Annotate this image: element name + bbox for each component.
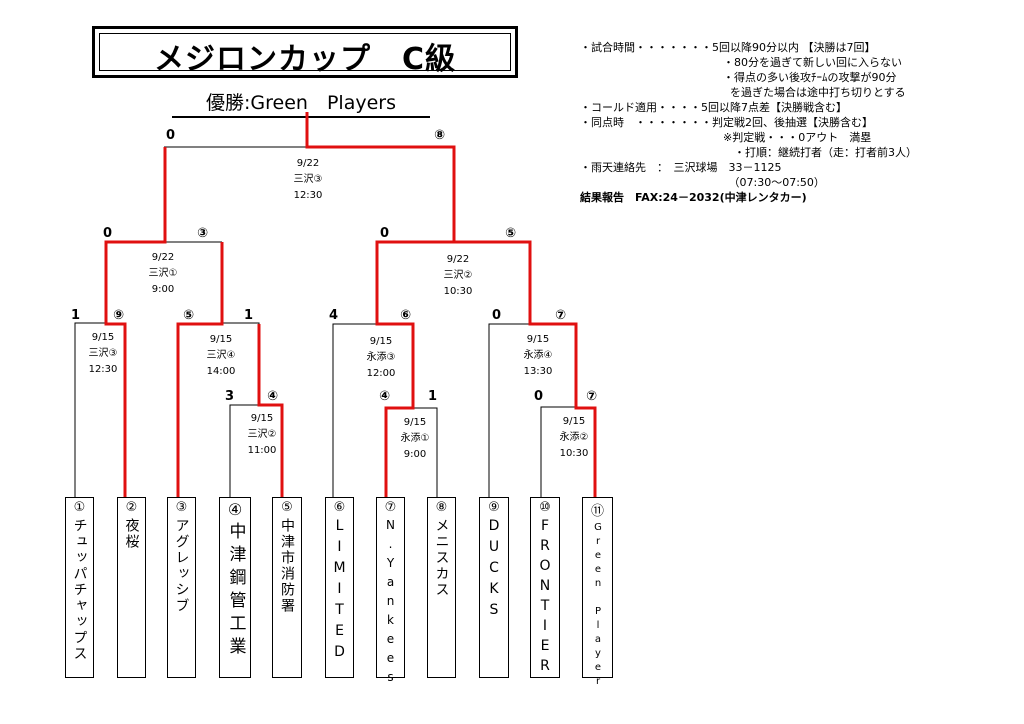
- team-number: ⑧: [435, 500, 448, 515]
- team-number: ⑦: [384, 500, 397, 515]
- score: ④: [267, 389, 279, 404]
- note-line: を過ぎた場合は途中打ち切りとする: [580, 86, 906, 99]
- score: 3: [225, 389, 235, 404]
- note-line: （07:30～07:50）: [580, 176, 825, 189]
- match-info: 9/15 永添④ 13:30: [523, 334, 553, 377]
- team-name: LIMITED: [331, 518, 348, 665]
- match-info: 9/15 三沢③ 12:30: [88, 332, 118, 375]
- score: 0: [380, 226, 390, 241]
- score: ⑧: [434, 128, 446, 143]
- score: ⑤: [505, 226, 517, 241]
- team-box: ⑥ LIMITED: [325, 497, 354, 678]
- team-box: ⑧ メニスカス: [427, 497, 456, 678]
- winner-path: [375, 240, 454, 497]
- team-box: ⑩ FRONTIER: [530, 497, 560, 678]
- match-info: 9/22 三沢③ 12:30: [293, 158, 323, 201]
- team-box: ④ 中津鋼管工業: [219, 497, 251, 678]
- team-box: ③ アグレッシブ: [167, 497, 196, 678]
- team-box: ① チュッパチャップス: [65, 497, 94, 678]
- score: 1: [244, 308, 254, 323]
- team-number: ⑪: [590, 504, 604, 519]
- winner-path: [257, 324, 284, 497]
- team-name: FRONTIER: [537, 518, 553, 678]
- score: 0: [534, 389, 544, 404]
- score: ⑥: [400, 308, 412, 323]
- team-number: ⑨: [488, 500, 500, 515]
- score: ⑨: [113, 308, 125, 323]
- note-line: ・同点時 ・・・・・・・判定戦2回、後抽選【決勝含む】: [580, 116, 873, 129]
- team-number: ①: [73, 500, 86, 515]
- note-line: ・打順：継続打者（走：打者前3人）: [580, 146, 917, 159]
- match-info: 9/22 三沢② 10:30: [443, 254, 473, 297]
- team-number: ⑥: [333, 500, 346, 515]
- score: ③: [197, 226, 209, 241]
- team-number: ⑤: [281, 500, 293, 515]
- winner-label: 優勝:Green Players: [172, 88, 430, 118]
- team-number: ②: [125, 500, 138, 515]
- score: 0: [492, 308, 502, 323]
- score: ⑦: [555, 308, 567, 323]
- note-line: ・コールド適用・・・・5回以降7点差【決勝戦含む】: [580, 101, 847, 114]
- match-info: 9/15 永添② 10:30: [559, 416, 589, 459]
- team-number: ⑩: [539, 500, 551, 515]
- match-info: 9/15 三沢④ 14:00: [206, 334, 236, 377]
- team-number: ③: [175, 500, 188, 515]
- note-line: ・得点の多い後攻ﾁｰﾑの攻撃が90分: [580, 71, 897, 84]
- note-line: ※判定戦・・・0アウト 満塁: [580, 131, 872, 144]
- match-info: 9/22 三沢① 9:00: [148, 252, 178, 295]
- team-name: チュッパチャップス: [71, 518, 88, 662]
- team-box: ⑤ 中津市消防署: [272, 497, 302, 678]
- team-name: メニスカス: [433, 518, 450, 598]
- report-line: 結果報告 FAX:24－2032(中津レンタカー): [580, 191, 807, 204]
- winner-path: [305, 112, 597, 497]
- score: 0: [166, 128, 176, 143]
- team-name: 中津市消防署: [279, 518, 295, 614]
- team-name: アグレッシブ: [173, 518, 190, 614]
- note-line: ・80分を過ぎて新しい回に入らない: [580, 56, 902, 69]
- team-number: ④: [227, 500, 243, 519]
- match-info: 9/15 永添① 9:00: [400, 417, 430, 460]
- score: 4: [329, 308, 339, 323]
- rules-notes: ・試合時間・・・・・・・5回以降90分以内 【決勝は7回】 ・80分を過ぎて新し…: [580, 40, 917, 205]
- winner-path: [176, 242, 224, 497]
- score: ⑤: [183, 308, 195, 323]
- match-info: 9/15 三沢② 11:00: [247, 413, 277, 456]
- note-line: ・雨天連絡先 ： 三沢球場 33－1125: [580, 161, 782, 174]
- team-box: ⑨ DUCKS: [479, 497, 509, 678]
- team-name: Green Player: [592, 522, 604, 690]
- match-info: 9/15 永添③ 12:00: [366, 336, 396, 379]
- note-line: ・試合時間・・・・・・・5回以降90分以内 【決勝は7回】: [580, 41, 876, 54]
- team-name: 夜桜: [123, 518, 140, 550]
- winner-path: [104, 147, 167, 497]
- team-name: N.Yankees: [383, 518, 398, 689]
- score: 0: [103, 226, 113, 241]
- score: 1: [428, 389, 438, 404]
- team-box: ⑪ Green Player: [582, 497, 613, 690]
- score: 1: [71, 308, 81, 323]
- team-box: ⑦ N.Yankees: [376, 497, 405, 689]
- score: ⑦: [586, 389, 598, 404]
- title-box: メジロンカップ C級: [92, 26, 518, 78]
- score: ④: [379, 389, 391, 404]
- team-box: ② 夜桜: [117, 497, 146, 678]
- team-name: 中津鋼管工業: [225, 522, 246, 660]
- team-name: DUCKS: [486, 518, 502, 623]
